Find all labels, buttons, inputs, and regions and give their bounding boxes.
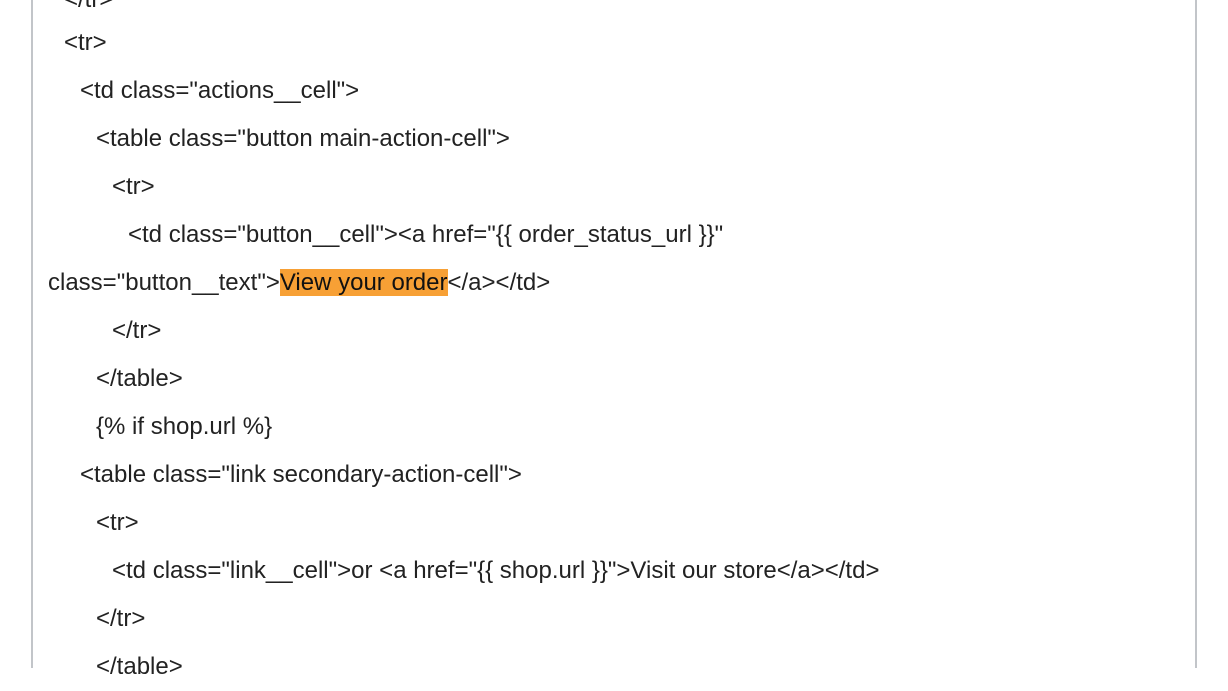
code-text: </tr> xyxy=(112,317,162,344)
code-line: <tr> xyxy=(64,19,107,67)
code-line: <td class="actions__cell"> xyxy=(80,67,359,115)
search-highlight[interactable]: View your order xyxy=(279,269,448,296)
code-line: </table> xyxy=(96,355,183,403)
code-text: </a></td> xyxy=(447,269,551,296)
code-line: </tr> xyxy=(112,307,161,355)
code-line: <table class="link secondary-action-cell… xyxy=(80,451,522,499)
code-text: class="button__text"> xyxy=(48,269,280,296)
code-text: <tr> xyxy=(96,509,139,536)
code-line: </tr> xyxy=(64,0,113,24)
code-text: </table> xyxy=(96,653,183,680)
code-line: <td class="link__cell">or <a href="{{ sh… xyxy=(112,547,879,595)
code-line: <tr> xyxy=(112,163,155,211)
code-text: {% if shop.url %} xyxy=(96,413,273,440)
code-text: <table class="button main-action-cell"> xyxy=(96,125,510,152)
code-text: </table> xyxy=(96,365,183,392)
code-text: </tr> xyxy=(96,605,146,632)
code-text: <td class="actions__cell"> xyxy=(80,77,360,104)
code-text: <table class="link secondary-action-cell… xyxy=(80,461,522,488)
code-line: <td class="button__cell"><a href="{{ ord… xyxy=(128,211,723,259)
code-text: <tr> xyxy=(112,173,155,200)
code-text: <td class="link__cell">or <a href="{{ sh… xyxy=(112,557,880,584)
code-text: <td class="button__cell"><a href="{{ ord… xyxy=(128,221,724,248)
code-line: </tr> xyxy=(96,595,145,643)
code-line: </table> xyxy=(96,643,183,691)
code-text: </tr> xyxy=(64,0,113,13)
code-text: <tr> xyxy=(64,29,107,56)
code-line-wrapped: class="button__text">View your order</a>… xyxy=(48,259,550,307)
code-editor[interactable]: </tr> <tr> <td class="actions__cell"> <t… xyxy=(31,0,1197,680)
code-line: <tr> xyxy=(96,499,139,547)
code-line: {% if shop.url %} xyxy=(96,403,272,451)
code-line: <table class="button main-action-cell"> xyxy=(96,115,510,163)
